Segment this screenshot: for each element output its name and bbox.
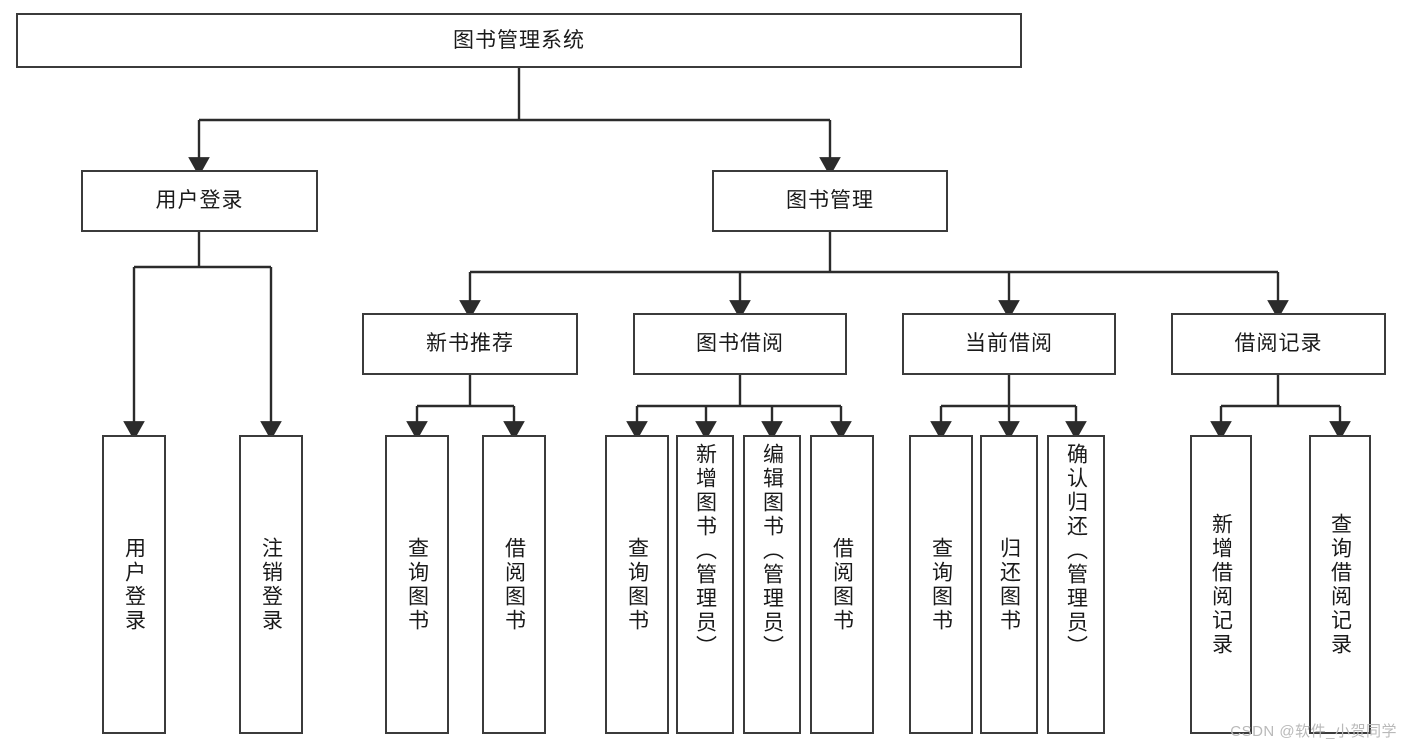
node-label: 确认归还（管理员） — [1064, 443, 1088, 659]
node-label: 用户登录 — [155, 189, 244, 213]
node-book-borrow[interactable]: 图书借阅 — [633, 313, 847, 375]
node-borrow-record[interactable]: 借阅记录 — [1171, 313, 1386, 375]
leaf-add-book-admin[interactable]: 新增图书（管理员） — [676, 435, 734, 734]
leaf-query-book-current[interactable]: 查询图书 — [909, 435, 973, 734]
node-root-book-management-system[interactable]: 图书管理系统 — [16, 13, 1022, 68]
node-label: 新增图书（管理员） — [693, 443, 717, 659]
node-label: 当前借阅 — [965, 332, 1053, 356]
node-label: 查询借阅记录 — [1328, 512, 1352, 657]
node-new-book-recommend[interactable]: 新书推荐 — [362, 313, 578, 375]
node-label: 用户登录 — [122, 536, 146, 633]
leaf-query-book-new-recommend[interactable]: 查询图书 — [385, 435, 449, 734]
leaf-query-borrow-record[interactable]: 查询借阅记录 — [1309, 435, 1371, 734]
node-label: 图书借阅 — [696, 332, 784, 356]
leaf-add-borrow-record[interactable]: 新增借阅记录 — [1190, 435, 1252, 734]
watermark-text: CSDN @软件_小贺同学 — [1230, 723, 1397, 740]
leaf-borrow-book-new-recommend[interactable]: 借阅图书 — [482, 435, 546, 734]
leaf-return-book[interactable]: 归还图书 — [980, 435, 1038, 734]
leaf-user-login[interactable]: 用户登录 — [102, 435, 166, 734]
node-label: 图书管理 — [786, 189, 874, 213]
leaf-borrow-book-borrow[interactable]: 借阅图书 — [810, 435, 874, 734]
node-user-login[interactable]: 用户登录 — [81, 170, 318, 232]
node-label: 新增借阅记录 — [1209, 512, 1233, 657]
node-label: 借阅图书 — [502, 536, 526, 633]
node-current-borrow[interactable]: 当前借阅 — [902, 313, 1116, 375]
node-label: 查询图书 — [929, 536, 953, 633]
node-book-manage[interactable]: 图书管理 — [712, 170, 948, 232]
node-label: 归还图书 — [997, 536, 1021, 633]
node-label: 借阅记录 — [1234, 332, 1323, 356]
node-label: 编辑图书（管理员） — [760, 443, 784, 659]
node-label: 注销登录 — [259, 536, 283, 633]
node-label: 图书管理系统 — [453, 28, 585, 52]
leaf-confirm-return-admin[interactable]: 确认归还（管理员） — [1047, 435, 1105, 734]
leaf-query-book-borrow[interactable]: 查询图书 — [605, 435, 669, 734]
node-label: 新书推荐 — [426, 332, 514, 356]
leaf-edit-book-admin[interactable]: 编辑图书（管理员） — [743, 435, 801, 734]
node-label: 查询图书 — [405, 536, 429, 633]
node-label: 查询图书 — [625, 536, 649, 633]
node-label: 借阅图书 — [830, 536, 854, 633]
leaf-logout-login[interactable]: 注销登录 — [239, 435, 303, 734]
